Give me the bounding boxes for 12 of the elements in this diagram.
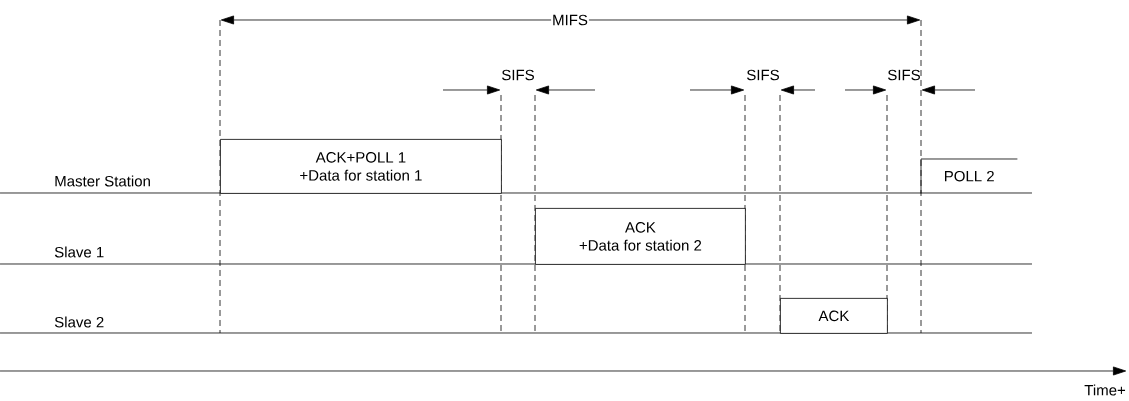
- row-label: Master Station: [55, 175, 150, 187]
- axis-label: Time+: [1084, 384, 1126, 396]
- frame-box: ACK: [780, 298, 888, 334]
- dimension-label: SIFS: [502, 69, 534, 81]
- frame-box: ACK +Data for station 2: [535, 208, 746, 265]
- dimension-label: SIFS: [747, 69, 779, 81]
- dimension-label: SIFS: [888, 69, 920, 81]
- frame-box: ACK+POLL 1 +Data for station 1: [220, 139, 502, 194]
- frame-box: POLL 2: [920, 158, 1018, 194]
- row-label: Slave 1: [54, 246, 104, 258]
- dimension-label: MIFS: [551, 13, 589, 27]
- row-label: Slave 2: [54, 316, 104, 328]
